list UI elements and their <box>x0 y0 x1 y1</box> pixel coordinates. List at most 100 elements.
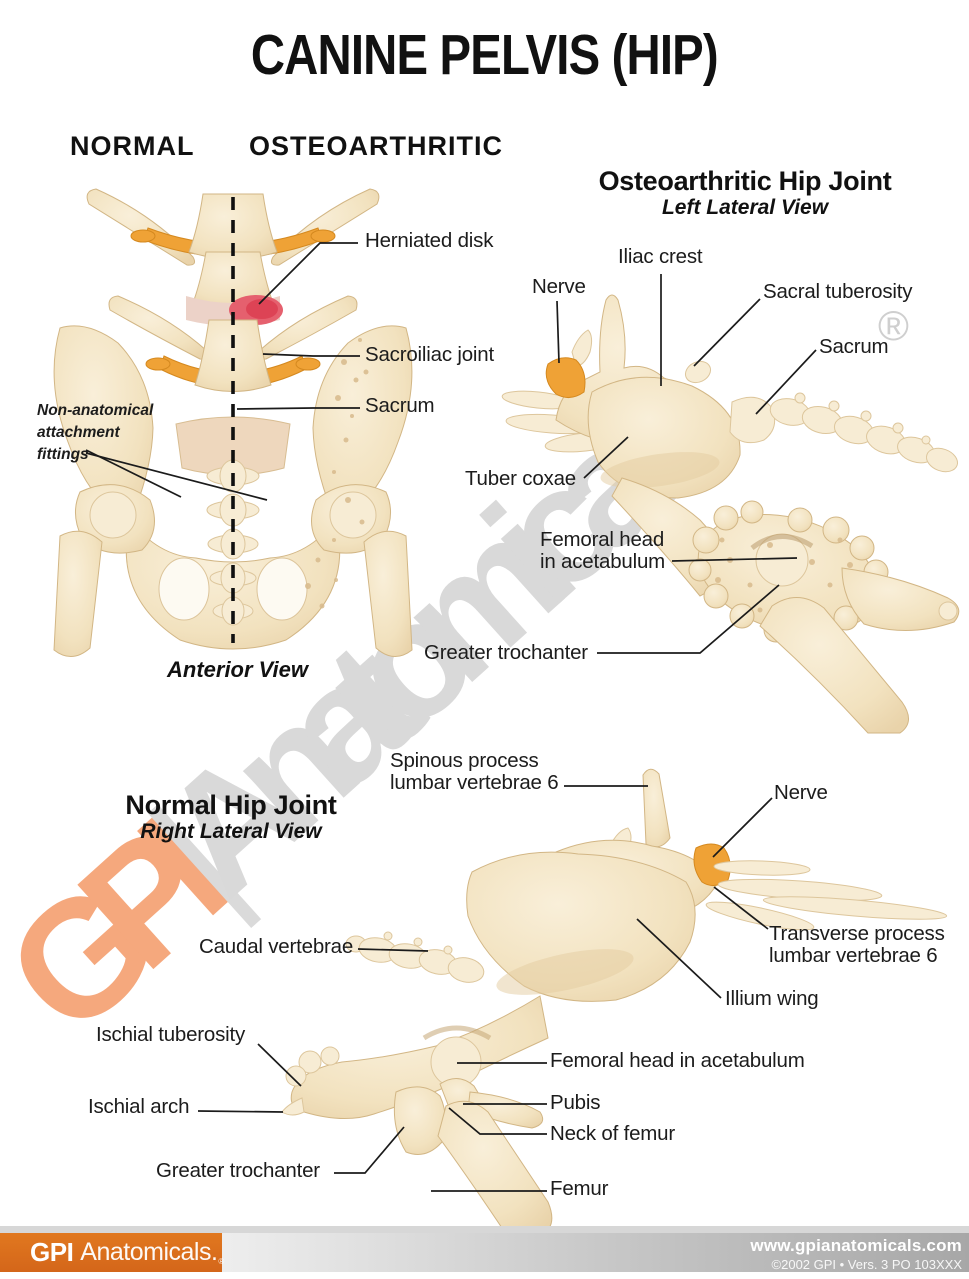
ilium-shading-2 <box>496 949 634 995</box>
column-header-normal: NORMAL <box>70 131 195 161</box>
leader-ischial-arch <box>197 1110 284 1113</box>
left-mid-horn-shape <box>108 295 209 360</box>
right-iliac-wing-shape <box>312 325 413 523</box>
nerve-tip-left-2 <box>145 357 171 371</box>
leader-caudal-vertebrae <box>357 948 429 952</box>
acetabulum-rim-shape-2 <box>422 1025 492 1041</box>
normal-lateral-figure <box>281 768 948 1235</box>
leader-neck-of-femur <box>448 1107 547 1135</box>
label-sacrum-osteo: Sacrum <box>819 335 889 358</box>
leader-greater-trochanter-normal <box>334 1126 405 1174</box>
osteoarthritic-lateral-figure <box>501 294 960 734</box>
poster-title-text: CANINE PELVIS (HIP) <box>250 23 719 87</box>
logo-anatomicals-text: Anatomicals. <box>80 1238 218 1266</box>
gpi-anatomicals-logo: GPI Anatomicals. ® <box>0 1233 225 1272</box>
normal-figure-heading: Normal Hip Joint Right Lateral View <box>36 791 426 845</box>
caudal-vertebrae-chain <box>769 392 958 473</box>
femur-shaft-shape <box>759 597 909 734</box>
label-neck-of-femur: Neck of femur <box>550 1122 675 1145</box>
greater-trochanter-shape <box>393 1086 446 1155</box>
anterior-view-figure <box>53 188 413 657</box>
label-nerve-osteo: Nerve <box>532 275 586 298</box>
website-url: www.gpianatomicals.com <box>750 1236 962 1255</box>
nerve-shape-2 <box>693 843 731 886</box>
obturator-foramen-left <box>158 557 210 621</box>
leader-sacroiliac-joint <box>262 353 360 357</box>
leader-tuber-coxae <box>583 436 629 479</box>
poster-title: CANINE PELVIS (HIP) <box>0 23 969 87</box>
leader-nerve-normal <box>712 797 773 858</box>
label-sacrum-anterior: Sacrum <box>365 394 435 417</box>
label-sacroiliac-joint: Sacroiliac joint <box>365 343 494 366</box>
label-iliac-crest: Iliac crest <box>618 245 703 268</box>
leader-herniated-disk <box>258 242 358 305</box>
ischium-tip-bump <box>938 601 958 621</box>
right-mid-horn-shape <box>257 295 358 360</box>
ischial-tuberosity-bumps <box>285 1046 340 1087</box>
leader-transverse-process <box>713 886 769 930</box>
leader-lines <box>85 242 817 1192</box>
leader-fittings-b <box>85 452 268 501</box>
osteoarthritic-figure-subtitle: Left Lateral View <box>661 196 829 220</box>
leader-nerve-osteo <box>556 300 560 364</box>
label-femur: Femur <box>550 1177 609 1200</box>
leader-illium-wing <box>636 918 722 999</box>
nerve-shape <box>545 357 586 398</box>
acetabulum-rim-shape <box>750 534 814 551</box>
leader-sacral-tuberosity <box>693 298 761 367</box>
label-greater-trochanter-normal: Greater trochanter <box>156 1159 320 1182</box>
right-top-horn-shape <box>271 188 380 266</box>
registered-trademark-icon: ® <box>878 302 909 349</box>
transverse-process-bones-2 <box>705 860 948 931</box>
right-femur-stub-shape <box>363 530 413 657</box>
normal-figure-title: Normal Hip Joint <box>125 790 337 820</box>
label-ischial-tuberosity: Ischial tuberosity <box>96 1023 246 1046</box>
left-femur-stub-shape <box>53 530 103 657</box>
ilium-wing-shape <box>466 851 696 1002</box>
leader-greater-trochanter-osteo <box>597 584 780 654</box>
right-femoral-head-shape <box>329 491 377 539</box>
left-top-horn-shape <box>86 188 195 266</box>
footer-credits: www.gpianatomicals.com ©2002 GPI • Vers.… <box>750 1236 962 1272</box>
footer-top-strip <box>0 1226 969 1233</box>
spinous-process-shape <box>642 768 671 848</box>
ilium-shading <box>600 452 720 488</box>
leader-sacrum-anterior <box>236 407 360 410</box>
label-greater-trochanter-osteo: Greater trochanter <box>424 641 588 664</box>
logo-registered-icon: ® <box>218 1257 225 1266</box>
copyright-text: ©2002 GPI • Vers. 3 PO 103XXX <box>771 1257 962 1272</box>
normal-figure-subtitle: Right Lateral View <box>140 820 322 844</box>
vertebra-lower-shape <box>194 319 272 392</box>
sacrum-wedge-shape <box>729 396 776 444</box>
sacrum-shape <box>175 416 291 476</box>
label-spinous-process: Spinous process lumbar vertebrae 6 <box>390 749 559 794</box>
osteoarthritic-figure-title: Osteoarthritic Hip Joint <box>598 166 892 196</box>
left-iliac-wing-shape <box>53 325 154 523</box>
nerve-tip-right-2 <box>295 357 321 371</box>
nerve-tip-right <box>310 229 336 243</box>
label-ischial-arch: Ischial arch <box>88 1095 190 1118</box>
sacral-tuberosity-bump <box>684 360 712 384</box>
label-herniated-disk: Herniated disk <box>365 229 494 252</box>
herniated-disk-core <box>246 299 278 319</box>
label-femoral-head-osteo: Femoral head in acetabulum <box>540 528 666 573</box>
nerve-tip-left <box>130 229 156 243</box>
obturator-foramen-right <box>256 557 308 621</box>
label-pubis: Pubis <box>550 1091 601 1114</box>
label-caudal-vertebrae: Caudal vertebrae <box>199 935 354 958</box>
leader-ischial-tuberosity <box>257 1043 302 1087</box>
label-femoral-head-normal: Femoral head in acetabulum <box>550 1049 805 1072</box>
osteoarthritic-figure-heading: Osteoarthritic Hip Joint Left Lateral Vi… <box>500 167 969 221</box>
osteoarthritic-texture-stipples <box>305 338 369 609</box>
leader-sacrum-osteo <box>755 349 817 415</box>
caudal-vertebrae-chain-2 <box>345 931 485 983</box>
ischium-spike-shape <box>841 567 960 631</box>
small-process-shape <box>571 329 593 367</box>
label-tuber-coxae: Tuber coxae <box>465 467 576 490</box>
label-non-anatomical-fittings: Non-anatomical attachment fittings <box>37 402 154 463</box>
column-header-osteoarthritic: OSTEOARTHRITIC <box>249 131 503 161</box>
leader-femoral-head-osteo <box>671 557 798 562</box>
label-nerve-normal: Nerve <box>774 781 828 804</box>
